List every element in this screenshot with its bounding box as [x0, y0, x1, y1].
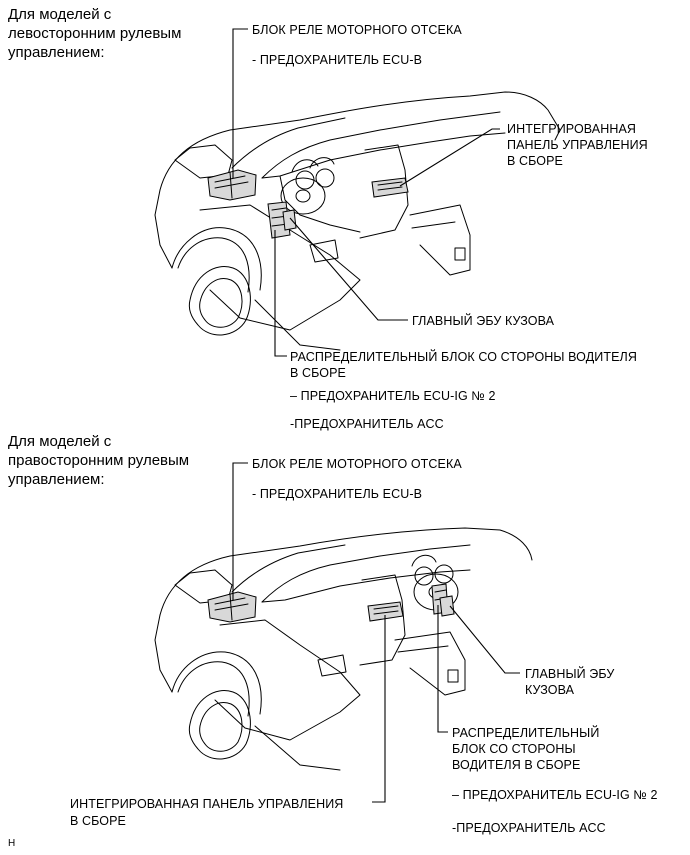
lhd-ecu-ig2-fuse-label: – ПРЕДОХРАНИТЕЛЬ ECU-IG № 2: [290, 389, 496, 403]
rhd-leader-lines: [232, 462, 520, 803]
lhd-ecu-b-fuse-label: - ПРЕДОХРАНИТЕЛЬ ECU-B: [252, 53, 423, 67]
rhd-main-body-ecu-label-2: КУЗОВА: [525, 683, 575, 697]
lhd-driver-junction-block-label-2: В СБОРЕ: [290, 366, 346, 380]
rhd-acc-fuse-label: -ПРЕДОХРАНИТЕЛЬ ACC: [452, 821, 606, 835]
lhd-integrated-panel-label-3: В СБОРЕ: [507, 154, 563, 168]
rhd-ecu-leader: [449, 605, 520, 674]
lhd-relay-leader: [232, 28, 248, 178]
rhd-relay-leader: [232, 462, 248, 600]
rhd-integrated-panel-label-1: ИНТЕГРИРОВАННАЯ ПАНЕЛЬ УПРАВЛЕНИЯ: [70, 797, 344, 811]
footer-mark: H: [8, 838, 16, 849]
lhd-vehicle-illustration: [154, 91, 561, 351]
lhd-leader-lines: [232, 28, 500, 357]
lhd-junction-leader: [274, 230, 287, 357]
rhd-driver-junction-block-label-2: БЛОК СО СТОРОНЫ: [452, 742, 576, 756]
rhd-driver-junction-block-label-3: ВОДИТЕЛЯ В СБОРЕ: [452, 758, 581, 772]
rhd-engine-relay-block-label: БЛОК РЕЛЕ МОТОРНОГО ОТСЕКА: [252, 457, 462, 471]
lhd-acc-fuse-label: -ПРЕДОХРАНИТЕЛЬ ACC: [290, 417, 444, 431]
lhd-ecu-leader: [289, 217, 408, 321]
rhd-ecu-ig2-fuse-label: – ПРЕДОХРАНИТЕЛЬ ECU-IG № 2: [452, 788, 658, 802]
rhd-vehicle-illustration: [154, 527, 533, 771]
rhd-integrated-panel-label-2: В СБОРЕ: [70, 814, 126, 828]
lhd-panel-leader: [399, 128, 500, 187]
lhd-main-body-ecu-label: ГЛАВНЫЙ ЭБУ КУЗОВА: [412, 314, 555, 328]
rhd-ecu-b-fuse-label: - ПРЕДОХРАНИТЕЛЬ ECU-B: [252, 487, 423, 501]
lhd-integrated-panel-label-2: ПАНЕЛЬ УПРАВЛЕНИЯ: [507, 138, 648, 152]
rhd-heading-line-3: управлением:: [8, 471, 105, 488]
rhd-driver-junction-block-label-1: РАСПРЕДЕЛИТЕЛЬНЫЙ: [452, 726, 600, 740]
lhd-engine-relay-block-label: БЛОК РЕЛЕ МОТОРНОГО ОТСЕКА: [252, 23, 462, 37]
rhd-heading-line-1: Для моделей с: [8, 433, 112, 450]
rhd-heading-line-2: правосторонним рулевым: [8, 452, 190, 469]
lhd-heading-line-3: управлением:: [8, 44, 105, 61]
rhd-main-body-ecu-label-1: ГЛАВНЫЙ ЭБУ: [525, 667, 615, 681]
lhd-integrated-panel-label-1: ИНТЕГРИРОВАННАЯ: [507, 122, 637, 136]
lhd-driver-junction-block-label-1: РАСПРЕДЕЛИТЕЛЬНЫЙ БЛОК СО СТОРОНЫ ВОДИТЕ…: [290, 350, 637, 364]
rhd-panel-leader: [372, 615, 386, 803]
lhd-heading-line-1: Для моделей с: [8, 6, 112, 23]
lhd-heading-line-2: левосторонним рулевым: [8, 25, 182, 42]
rhd-junction-leader: [437, 605, 448, 733]
